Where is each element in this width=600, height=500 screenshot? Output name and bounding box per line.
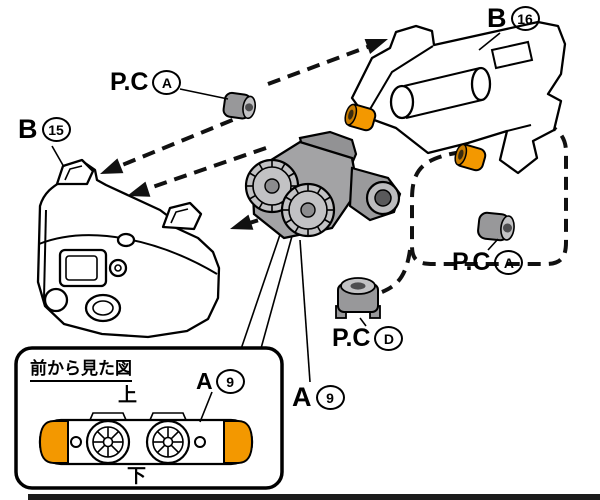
inset-callout-lines [239, 213, 298, 353]
inset-pin-right [194, 436, 206, 448]
polycap-orange-2 [454, 143, 487, 172]
polycap-orange-1 [344, 103, 377, 132]
inset-lug2 [149, 412, 187, 421]
polycap-pcd [335, 277, 381, 319]
inset-box [14, 346, 284, 490]
part-b16-socket-left [389, 84, 415, 120]
polycap-orange-1-hole [348, 109, 354, 120]
circled-letter-a: A [152, 70, 182, 95]
arrowhead-b15-tab1 [100, 158, 124, 174]
part-b15-circle [43, 287, 69, 313]
circled-number-9: 9 [315, 385, 345, 410]
part-b16-clip-line [506, 124, 532, 132]
part-b16 [350, 20, 567, 175]
part-b15-side-edge [43, 209, 47, 299]
part-b15-peg [108, 258, 128, 278]
arrow-to-b15-tab1 [109, 110, 253, 172]
part-b16-socket-right [470, 66, 492, 102]
circled-letter-a2: A [494, 250, 524, 275]
polycap-orange-2-hole [458, 149, 464, 160]
label-pc-d: P.C D [332, 324, 404, 352]
label-a9-text: A [292, 382, 312, 412]
part-b15-clip1-line [64, 165, 83, 181]
part-a9-drum2-ribs [282, 184, 334, 236]
inset-title: 前から見た図 [30, 354, 132, 382]
part-a9 [244, 130, 402, 240]
arrowhead-a9-to-b15 [230, 214, 254, 230]
polycap-pca-top [222, 91, 257, 120]
part-a9-arm-hole [374, 189, 392, 207]
leader-lines [51, 32, 501, 383]
circled-number-15: 15 [41, 117, 71, 142]
label-b15: B 15 [18, 116, 71, 143]
part-b15-window [58, 248, 108, 288]
inset-label-a9-text: A [196, 368, 213, 394]
arrowhead-b16-left [364, 39, 388, 55]
inset-direction-bottom: 下 [127, 466, 147, 487]
part-b15-big-oval-inner [92, 300, 114, 316]
inset-a9-leader [199, 391, 213, 423]
part-b16-barrel-lines [403, 67, 483, 119]
polycap-pca-top-hole [245, 103, 254, 112]
polycap-pcd-hole [350, 282, 366, 290]
part-a9-drum2 [280, 182, 336, 238]
polycap-pca-right [477, 211, 515, 242]
page-edge-divider [28, 494, 600, 500]
inset-direction-top: 上 [118, 385, 138, 406]
inset-turbine1 [85, 419, 131, 465]
leader-pca-right [487, 238, 499, 251]
label-b15-text: B [18, 114, 38, 144]
inset-orange-cap-left [38, 420, 69, 464]
part-b15-clip2 [161, 201, 203, 231]
leader-pcd [359, 317, 367, 327]
part-b16-trough-edge [365, 45, 434, 117]
part-b16-slot [490, 40, 534, 70]
arrowhead-b15-tab2 [127, 181, 151, 197]
label-pc-d-text: P.C [332, 324, 371, 352]
leader-a9 [299, 239, 311, 383]
inset-circled-number-9: 9 [215, 369, 245, 394]
label-pc-a-top: P.C A [110, 68, 182, 96]
part-b15-detail-oval [116, 232, 136, 248]
part-b15-clip2-line [170, 208, 189, 224]
inset-label-a9: A 9 [196, 368, 245, 395]
leader-pca-top [179, 88, 229, 100]
part-b15 [36, 158, 221, 339]
inset-orange-cap-right [223, 420, 254, 464]
arrow-loop-right [410, 108, 568, 266]
polycap-pca-right-hole [502, 223, 512, 233]
label-pc-a-top-text: P.C [110, 68, 149, 96]
part-b15-big-oval [84, 293, 122, 323]
label-pc-a-right-text: P.C [452, 248, 491, 276]
circled-letter-d: D [374, 326, 404, 351]
inset-lug1 [89, 412, 127, 421]
leader-b16 [478, 32, 501, 51]
arrow-tail-pcd [381, 249, 412, 294]
inset-turbine2 [145, 419, 191, 465]
part-b15-outline [36, 159, 221, 339]
inset-pin-left [70, 436, 82, 448]
part-b15-window-inner [65, 255, 98, 281]
label-b16-text: B [487, 3, 507, 33]
label-a9: A 9 [292, 384, 345, 411]
circled-number-16: 16 [510, 6, 540, 31]
arrow-to-b15-tab2 [137, 146, 267, 194]
label-pc-a-right: P.C A [452, 248, 524, 276]
part-b15-peg-hole [114, 264, 122, 272]
label-b16: B 16 [487, 5, 540, 32]
leader-b15 [51, 145, 65, 168]
